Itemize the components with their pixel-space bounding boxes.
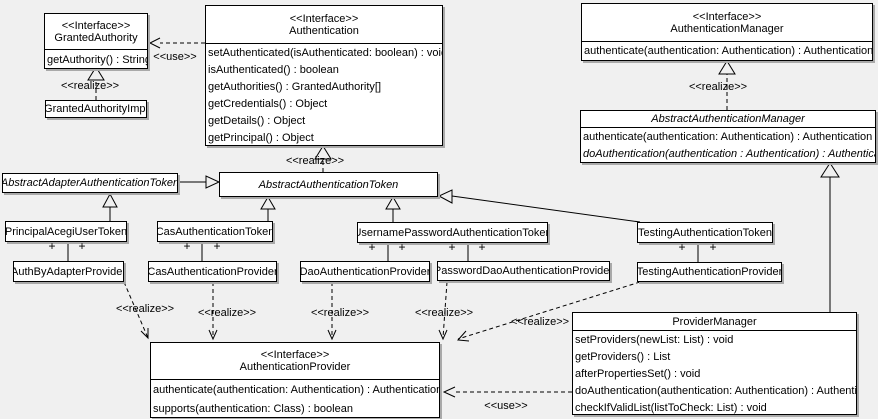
class-granted-authority-impl[interactable]: GrantedAuthorityImpl [45,100,147,118]
class-name: ProviderManager [672,315,757,328]
use-label: <<use>> [484,400,528,412]
method: authenticate(authentication: Authenticat… [584,45,872,57]
realize-label: <<realize>> [510,316,570,328]
association-plus-marker: + [678,240,686,254]
method: getProviders() : List [575,350,671,363]
method-abstract: doAuthentication(authentication : Authen… [583,147,875,160]
class-name: Authentication [289,24,359,37]
class-header: <<Interface>> AuthenticationProvider [151,343,439,379]
method: afterPropertiesSet() : void [575,367,701,380]
realize-label: <<realize>> [285,155,345,167]
association-plus-marker: + [48,239,56,253]
class-name: TestingAuthenticationProvider [637,266,782,278]
class-auth-by-adapter-provider[interactable]: AuthByAdapterProvider [13,261,124,282]
association-plus-marker: + [709,240,717,254]
class-name: TestingAuthenticationToken [638,226,772,239]
class-abstract-authentication-manager[interactable]: AbstractAuthenticationManager authentica… [580,110,876,163]
realize-label: <<realize>> [414,307,474,319]
class-password-dao-authentication-provider[interactable]: PasswordDaoAuthenticationProvider [437,261,610,281]
class-abstract-authentication-token[interactable]: AbstractAuthenticationToken [219,172,438,197]
class-authentication[interactable]: <<Interface>> Authentication setAuthenti… [205,5,443,146]
realize-label: <<realize>> [60,80,120,92]
association-plus-marker: + [213,239,221,253]
stereotype-label: <<Interface>> [260,349,330,361]
method-compartment: authenticate(authentication: Authenticat… [581,127,875,162]
method: getPrincipal() : Object [208,131,314,144]
method-compartment: authenticate(authentication: Authenticat… [582,41,872,60]
association-lines [67,241,699,262]
class-name: GrantedAuthority [54,31,138,44]
class-name: AbstractAdapterAuthenticationToken [2,177,178,189]
class-name: AbstractAuthenticationToken [258,178,399,191]
class-name: AuthenticationManager [670,22,784,35]
class-name: GrantedAuthorityImpl [45,103,147,115]
method: supports(authentication: Class) : boolea… [153,402,353,415]
method: setAuthenticated(isAuthenticated: boolea… [208,46,442,59]
class-name: AuthByAdapterProvider [13,265,124,278]
class-authentication-provider[interactable]: <<Interface>> AuthenticationProvider aut… [150,342,440,418]
association-plus-marker: + [448,240,456,254]
class-dao-authentication-provider[interactable]: DaoAuthenticationProvider [300,261,430,282]
class-username-password-authentication-token[interactable]: UsernamePasswordAuthenticationToken [357,222,548,243]
class-name: AbstractAuthenticationManager [651,113,805,125]
use-label: <<use>> [153,51,197,63]
class-principal-acegi-user-token[interactable]: PrincipalAcegiUserToken [5,221,127,242]
method: doAuthentication(authentication: Authent… [575,384,856,397]
method: checkIfValidList(listToCheck: List) : vo… [575,401,767,414]
class-name: CasAuthenticationProvider [148,265,277,278]
class-header: AbstractAuthenticationManager [581,111,875,127]
class-abstract-adapter-authentication-token[interactable]: AbstractAdapterAuthenticationToken [2,173,178,193]
class-name: DaoAuthenticationProvider [300,265,430,278]
method-compartment: setAuthenticated(isAuthenticated: boolea… [206,43,442,145]
realize-label: <<realize>> [310,307,370,319]
stereotype-label: <<Interface>> [692,10,762,23]
method: authenticate(authentication: Authenticat… [583,130,873,143]
method: setProviders(newList: List) : void [575,333,734,346]
class-header: ProviderManager [573,313,856,330]
method: getAuthorities() : GrantedAuthority[] [208,80,382,93]
class-granted-authority[interactable]: <<Interface>> GrantedAuthority getAuthor… [44,13,148,69]
association-plus-marker: + [398,240,406,254]
class-cas-authentication-token[interactable]: CasAuthenticationToken [157,221,273,242]
association-plus-marker: + [183,239,191,253]
class-authentication-manager[interactable]: <<Interface>> AuthenticationManager auth… [581,3,873,61]
stereotype-label: <<Interface>> [289,12,359,25]
class-name: UsernamePasswordAuthenticationToken [357,226,548,239]
realize-label: <<realize>> [688,81,748,93]
method-compartment: setProviders(newList: List) : void getPr… [573,330,856,414]
class-testing-authentication-provider[interactable]: TestingAuthenticationProvider [637,262,782,282]
method: isAuthenticated() : boolean [208,63,339,76]
association-plus-marker: + [78,239,86,253]
realize-label: <<realize>> [115,303,175,315]
realize-label: <<realize>> [197,307,257,319]
class-name: AuthenticationProvider [239,361,351,373]
class-cas-authentication-provider[interactable]: CasAuthenticationProvider [148,261,277,282]
method: authenticate(authentication: Authenticat… [153,383,439,396]
class-name: PasswordDaoAuthenticationProvider [437,265,610,277]
association-plus-marker: + [368,240,376,254]
method: getCredentials() : Object [208,97,328,110]
method-compartment: getAuthority() : String [45,49,147,68]
method: getAuthority() : String [47,53,147,66]
class-name: PrincipalAcegiUserToken [5,225,127,238]
class-header: <<Interface>> AuthenticationManager [582,4,872,41]
association-plus-marker: + [478,240,486,254]
stereotype-label: <<Interface>> [61,19,131,32]
class-name: CasAuthenticationToken [157,225,273,238]
class-header: <<Interface>> Authentication [206,6,442,43]
method: getDetails() : Object [208,114,306,127]
method-compartment: authenticate(authentication: Authenticat… [151,379,439,417]
class-header: <<Interface>> GrantedAuthority [45,14,147,49]
class-testing-authentication-token[interactable]: TestingAuthenticationToken [637,222,773,243]
class-provider-manager[interactable]: ProviderManager setProviders(newList: Li… [572,312,857,415]
